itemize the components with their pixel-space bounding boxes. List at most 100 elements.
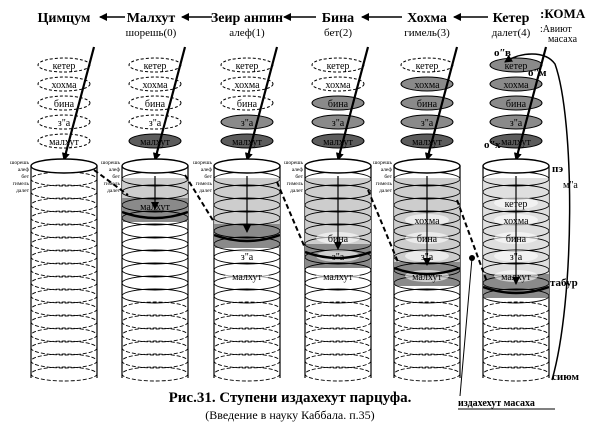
sefira-label: малхут: [140, 137, 170, 148]
small-level-label: шорешь: [284, 160, 303, 166]
transition-line: [93, 169, 129, 196]
cylinder-top: [393, 158, 461, 174]
small-level-label: гимель: [104, 181, 121, 187]
cylinder-ring: [393, 288, 461, 304]
small-level-label: алеф: [18, 166, 30, 173]
aviut-label-line1: :Авиют: [540, 24, 572, 35]
cylinder-ring: [482, 340, 550, 356]
stage-level-malkhut: шорешь(0): [126, 27, 177, 39]
sefira-ellipse: [311, 133, 365, 149]
body-sefira-bg: [316, 250, 360, 262]
body-sefira-label: з"а: [241, 252, 254, 263]
cylinder-ring: [304, 301, 372, 317]
cylinder-ring: [30, 366, 98, 382]
column-5: кетерхохмабиназ"амалхуткетерхохмабиназ"а…: [482, 46, 550, 382]
column-4: кетерхохмабиназ"амалхутшорешьалефбетгиме…: [373, 46, 461, 382]
small-level-label: бет: [204, 173, 212, 180]
light-arrow: [424, 46, 459, 161]
cylinder-ring: [30, 249, 98, 265]
small-level-label: шорешь: [101, 160, 120, 166]
cylinder-ring: [30, 288, 98, 304]
tabur-label: табур: [550, 277, 578, 289]
body-sefira-label: малхут: [323, 272, 353, 283]
cylinder-ring: [121, 340, 189, 356]
stage-name-zeir-anpin: Зеир анпин: [211, 11, 283, 26]
cylinder-ring: [393, 327, 461, 343]
sefira-label: малхут: [501, 137, 531, 148]
body-sefira-bg: [225, 270, 269, 282]
cylinder-ring: [213, 314, 281, 330]
cylinder-ring: [304, 314, 372, 330]
sefira-label: хохма: [142, 80, 168, 91]
cylinder-top: [482, 158, 550, 174]
cylinder-ring: [121, 327, 189, 343]
stage-name-khokhma: Хохма: [407, 11, 447, 26]
tabur-line: [304, 250, 372, 260]
transition-line: [367, 189, 399, 263]
cylinder-ring: [30, 184, 98, 200]
sefira-label: з"а: [332, 118, 345, 129]
cylinder-ring: [393, 314, 461, 330]
cylinder-ring: [213, 301, 281, 317]
light-arrow: [244, 46, 279, 161]
cylinder-ring: [213, 288, 281, 304]
izdakhekhut-label: издахехут масаха: [458, 398, 535, 409]
small-level-label: далет: [379, 188, 392, 194]
small-level-label: шорешь: [373, 160, 392, 166]
sefira-ellipse: [400, 133, 454, 149]
cylinder-ring: [30, 327, 98, 343]
sefira-ellipse: [489, 76, 543, 92]
light-arrow: [513, 46, 548, 161]
cylinder-ring: [482, 314, 550, 330]
column-0: кетерхохмабиназ"амалхутшорешьалефбетгиме…: [10, 46, 98, 382]
cylinder-ring: [30, 340, 98, 356]
cylinder-ring: [121, 366, 189, 382]
body-sefira-label: малхут: [232, 272, 262, 283]
sefira-ellipse: [400, 114, 454, 130]
cylinder-ring: [121, 288, 189, 304]
cylinder-ring: [304, 327, 372, 343]
koma-label: :КОМА: [540, 6, 586, 21]
tsimtsum-label: Цимцум: [38, 11, 91, 26]
cylinder-ring: [121, 353, 189, 369]
small-level-label: далет: [290, 188, 303, 194]
sefira-label: хохма: [234, 80, 260, 91]
body-sefira-bg: [316, 270, 360, 282]
sefira-label: бина: [417, 99, 438, 110]
body-sefira-bg: [225, 250, 269, 262]
cylinder-ring: [482, 327, 550, 343]
caption-title: Рис.31. Ступени издахехут парцуфа.: [169, 390, 412, 406]
small-level-label: бет: [295, 173, 303, 180]
cylinder-ring: [213, 366, 281, 382]
cylinder-ring: [30, 197, 98, 213]
cylinder-ring: [393, 353, 461, 369]
sefira-label: кетер: [505, 61, 528, 72]
ma-label: м"а: [563, 180, 578, 191]
small-level-label: гимель: [13, 181, 30, 187]
small-level-label: шорешь: [193, 160, 212, 166]
sefira-ellipse: [37, 95, 91, 111]
oov-label: оʺв: [494, 47, 511, 59]
cylinder-ring: [393, 301, 461, 317]
stage-level-keter: далет(4): [492, 27, 531, 39]
cylinder-ring: [30, 353, 98, 369]
sefira-label: хохма: [503, 80, 529, 91]
sefira-ellipse: [37, 133, 91, 149]
tabur-line: [213, 233, 281, 243]
cylinder-top: [304, 158, 372, 174]
transition-line: [184, 174, 215, 223]
column-1: кетерхохмабиназ"амалхутшорешьалефбетгиме…: [101, 46, 189, 382]
light-arrow: [335, 46, 370, 161]
cylinder-ring: [121, 223, 189, 239]
cylinder-ring: [304, 366, 372, 382]
cylinder-ring: [30, 171, 98, 187]
sefira-ellipse: [311, 76, 365, 92]
cylinder-ring: [121, 210, 189, 226]
sefira-label: бина: [506, 99, 527, 110]
small-level-label: алеф: [381, 166, 393, 173]
return-arc: [504, 53, 571, 381]
cylinder-ring: [213, 327, 281, 343]
sefira-label: хохма: [414, 80, 440, 91]
oom-label: оʺм: [528, 67, 547, 79]
